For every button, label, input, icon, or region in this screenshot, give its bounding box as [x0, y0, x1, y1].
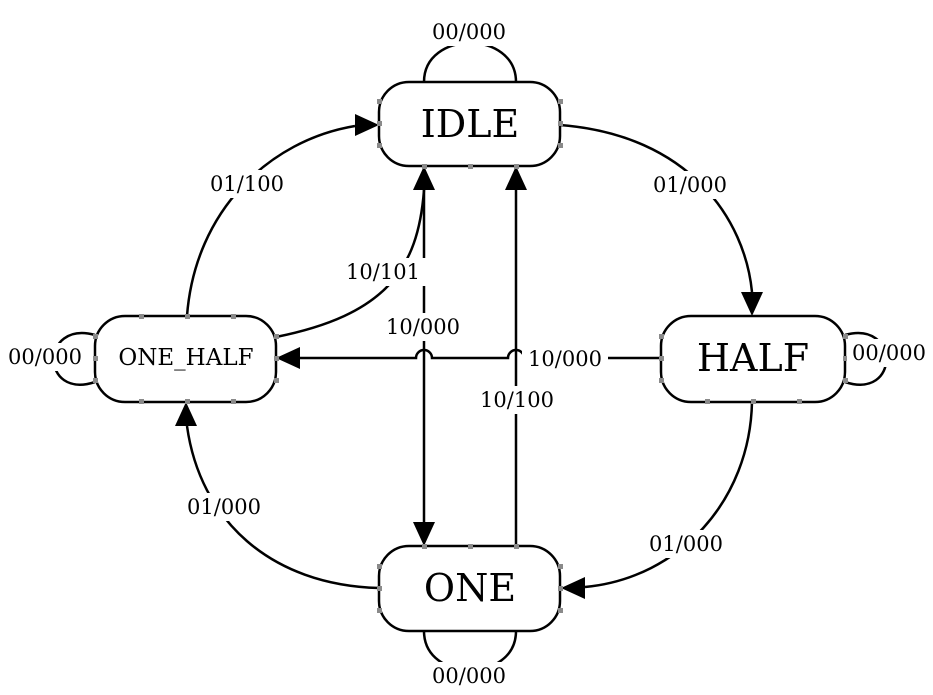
state-idle-label: IDLE	[421, 102, 519, 146]
edge-idle-self	[422, 41, 518, 83]
label-one-self: 00/000	[432, 664, 506, 688]
edge-idle-to-half	[559, 123, 754, 293]
label-one-half-to-idle-01: 01/100	[210, 172, 284, 196]
arrowhead-half-to-one	[561, 577, 585, 599]
state-one-label: ONE	[424, 566, 516, 610]
arrowhead-idle-to-one	[413, 522, 435, 546]
arrowhead-one-to-one-half	[175, 402, 197, 426]
state-one-half-label: ONE_HALF	[118, 345, 253, 371]
label-half-self: 00/000	[852, 341, 926, 365]
label-one-half-self: 00/000	[8, 345, 82, 369]
label-one-to-one-half: 01/000	[187, 495, 261, 519]
arrowhead-one-half-to-idle-01	[355, 114, 379, 136]
label-one-half-to-idle-10: 10/101	[346, 260, 420, 284]
label-half-to-one: 01/000	[649, 532, 723, 556]
edge-one-half-to-idle-01	[185, 124, 356, 317]
label-half-to-one-half: 10/000	[528, 347, 602, 371]
state-half: HALF	[659, 314, 847, 404]
label-idle-to-half: 01/000	[653, 173, 727, 197]
arrowhead-idle-to-half	[741, 292, 763, 316]
state-one: ONE	[377, 544, 562, 633]
arrowhead-one-half-to-idle-10	[413, 166, 435, 190]
state-idle: IDLE	[377, 80, 562, 168]
label-idle-self: 00/000	[432, 20, 506, 44]
connection-ports	[93, 99, 848, 613]
edge-half-to-one	[584, 401, 754, 589]
arrowhead-one-to-idle	[505, 166, 527, 190]
edge-one-to-one-half	[185, 425, 380, 590]
label-one-to-idle: 10/100	[480, 388, 554, 412]
state-half-label: HALF	[697, 336, 809, 380]
edge-half-to-one-half	[300, 348, 661, 360]
arrowhead-half-to-one-half	[276, 347, 300, 369]
state-one-half: ONE_HALF	[93, 314, 278, 404]
label-idle-to-one: 10/000	[386, 315, 460, 339]
